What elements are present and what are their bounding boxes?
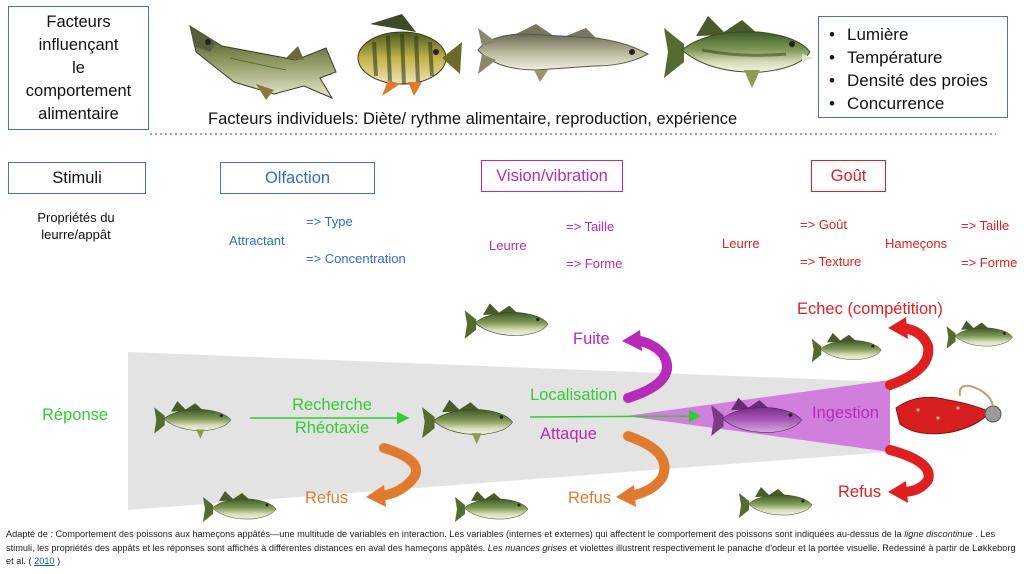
taille-vision-label: => Taille <box>566 219 615 234</box>
refus-label-2: Refus <box>568 489 612 507</box>
figure-caption: Adapté de : Comportement des poissons au… <box>6 528 1016 569</box>
bass-refus-2 <box>455 491 529 522</box>
texture-label: => Texture <box>800 254 862 269</box>
refus-label-3: Refus <box>838 483 882 501</box>
caption-part2: . Les stimuli, les propriétés des appâts… <box>6 529 996 553</box>
vision-label: Vision/vibration <box>496 166 608 185</box>
bass-image <box>664 16 814 88</box>
red-lure <box>895 384 1002 435</box>
refus-label-1: Refus <box>305 489 349 507</box>
bass-ingestion <box>711 397 802 437</box>
concentration-label: => Concentration <box>306 251 406 266</box>
forme-gout-label: => Forme <box>961 255 1018 270</box>
green-arrow-localisation <box>529 409 702 423</box>
citation-link[interactable]: 2010 <box>34 556 55 566</box>
vision-box: Vision/vibration <box>481 160 623 192</box>
leurre-gout-label: Leurre <box>722 236 760 251</box>
stimuli-box: Stimuli <box>8 162 146 194</box>
pike-image <box>189 24 337 100</box>
localisation-label: Localisation <box>530 386 618 404</box>
perch-image <box>357 14 462 96</box>
caption-part3: et violettes illustrent respectivement l… <box>6 542 1016 567</box>
environmental-factors-box: Lumière Température Densité des proies C… <box>818 16 1008 118</box>
bass-search <box>422 399 513 445</box>
attaque-label: Attaque <box>540 425 597 443</box>
recherche-label: Recherche <box>292 396 372 414</box>
bass-refus-3 <box>739 487 813 518</box>
refus-arrow-1 <box>375 443 421 501</box>
caption-part1: Adapté de : Comportement des poissons au… <box>6 529 905 539</box>
zander-image <box>477 24 650 82</box>
leurre-vision-label: Leurre <box>489 238 527 253</box>
factors-title-box: Facteurs influençant le comportement ali… <box>8 6 149 130</box>
taille-gout-label: => Taille <box>961 218 1010 233</box>
bass-echec-1 <box>811 332 882 363</box>
caption-italic1: ligne discontinue <box>904 529 973 539</box>
olfaction-box: Olfaction <box>220 162 375 194</box>
attractant-label: Attractant <box>229 233 285 248</box>
gout-box: Goût <box>811 160 886 192</box>
individual-factors-text: Facteurs individuels: Diète/ rythme alim… <box>208 110 738 128</box>
caption-part4: ) <box>54 556 61 566</box>
fuite-arrow <box>623 335 673 403</box>
environmental-factors-list: Lumière Température Densité des proies C… <box>825 23 1001 115</box>
forme-vision-label: => Forme <box>566 256 623 271</box>
bass-fuite <box>464 303 549 339</box>
fuite-label: Fuite <box>573 330 610 348</box>
rheotaxie-label: Rhéotaxie <box>294 419 370 437</box>
echec-arrow <box>885 323 934 390</box>
bait-properties-label: Propriétés du leurre/appât <box>37 210 115 242</box>
bass-response <box>154 401 232 439</box>
env-factor-prey-density: Densité des proies <box>825 69 1001 92</box>
refus-arrow-3 <box>885 445 934 497</box>
type-label: => Type <box>306 214 353 229</box>
olfaction-label: Olfaction <box>264 168 331 187</box>
env-factor-light: Lumière <box>825 23 1001 46</box>
stimuli-label: Stimuli <box>52 168 102 187</box>
gout-label: Goût <box>830 166 867 185</box>
dashed-divider <box>150 133 996 135</box>
gout-taste-label: => Goût <box>800 217 847 232</box>
bass-refus-1 <box>203 491 277 522</box>
odor-plume <box>128 352 888 510</box>
factors-title: Facteurs influençant le comportement ali… <box>25 12 132 123</box>
bass-echec-2 <box>946 320 1013 349</box>
env-factor-temperature: Température <box>825 46 1001 69</box>
refus-arrow-2 <box>623 431 670 501</box>
hamecons-label: Hameçons <box>885 236 948 251</box>
ingestion-label: Ingestion <box>812 404 879 422</box>
env-factor-competition: Concurrence <box>825 92 1001 115</box>
caption-italic2: Les nuances grises <box>487 542 567 553</box>
reponse-label: Réponse <box>42 406 109 424</box>
echec-label: Echec (compétition) <box>797 300 943 318</box>
